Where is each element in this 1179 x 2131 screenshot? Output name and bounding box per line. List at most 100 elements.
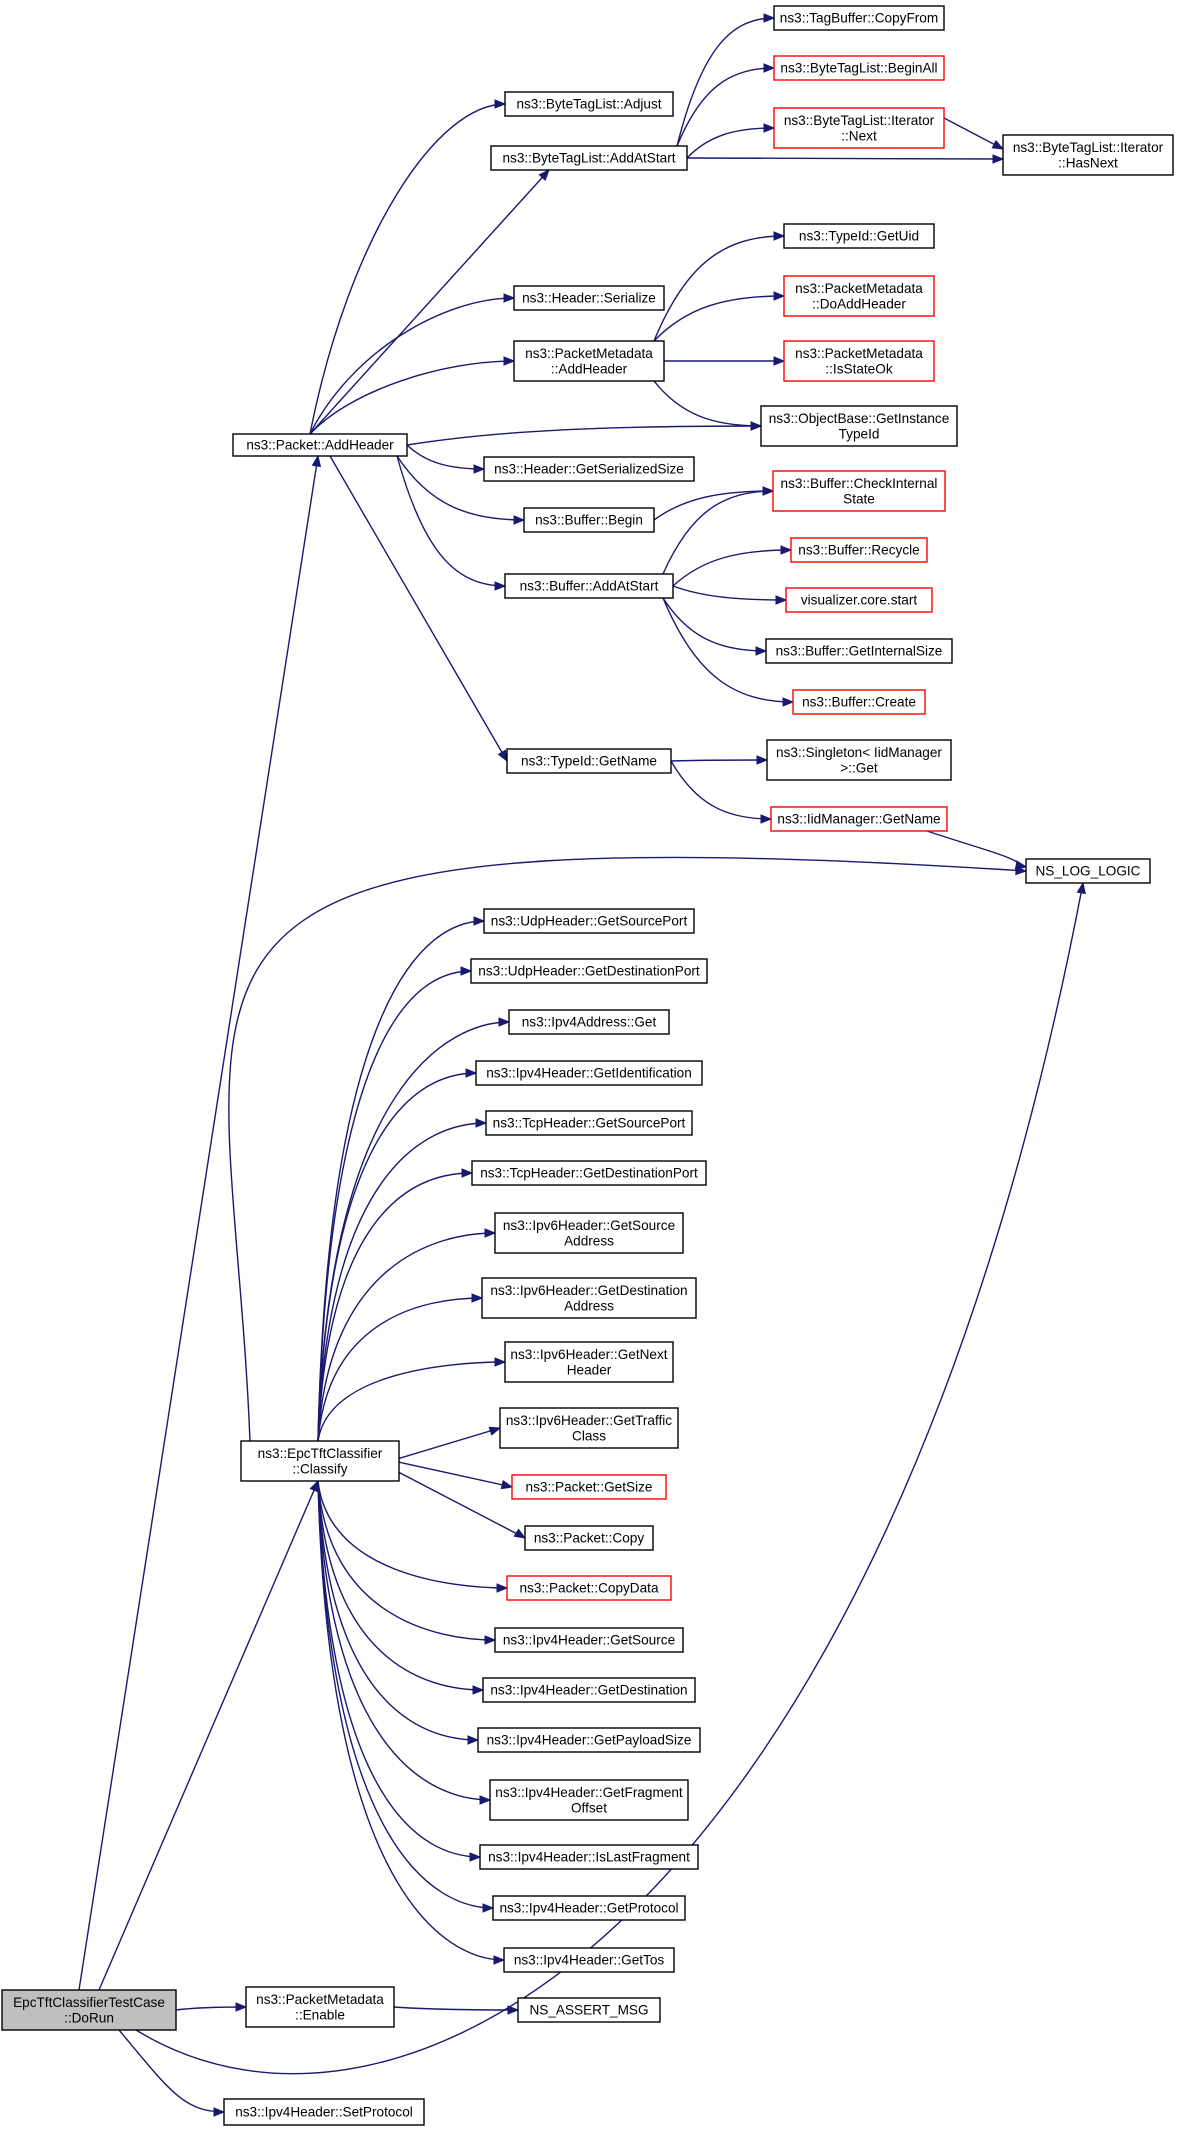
arrowhead-pkt_addheader-to-buf_addatstart: [494, 581, 507, 591]
node-tcp-getdestinationport[interactable]: ns3::TcpHeader::GetDestinationPort: [471, 1160, 707, 1186]
arrowhead-epc_classify-to-ipv4_getidentification: [465, 1068, 478, 1078]
node-udp-getsourceport[interactable]: ns3::UdpHeader::GetSourcePort: [483, 908, 695, 934]
node-box: [485, 1110, 693, 1136]
edge-btl_addatstart-to-btl_beginall: [676, 67, 775, 147]
node-udp-getdestinationport[interactable]: ns3::UdpHeader::GetDestinationPort: [470, 958, 708, 984]
node-pm-addheader[interactable]: ns3::PacketMetadata::AddHeader: [513, 340, 665, 382]
node-ipv4addr-get[interactable]: ns3::Ipv4Address::Get: [508, 1009, 670, 1035]
arrowhead-pkt_addheader-to-btl_addatstart: [538, 169, 550, 181]
node-label: ns3::Singleton< IidManager: [776, 745, 942, 760]
node-box: [513, 285, 665, 311]
node-label: NS_ASSERT_MSG: [529, 2003, 648, 2018]
node-pkt-copydata[interactable]: ns3::Packet::CopyData: [506, 1575, 672, 1601]
node-buf-addatstart[interactable]: ns3::Buffer::AddAtStart: [504, 573, 674, 599]
arrowhead-epc_classify-to-ipv4addr_get: [498, 1017, 511, 1027]
node-buf-recycle[interactable]: ns3::Buffer::Recycle: [790, 537, 928, 563]
node-box: [1, 1989, 177, 2031]
node-buf-begin[interactable]: ns3::Buffer::Begin: [523, 507, 655, 533]
node-box: [773, 55, 945, 81]
node-buf-getinternalsize[interactable]: ns3::Buffer::GetInternalSize: [765, 638, 953, 664]
node-pm-doaddheader[interactable]: ns3::PacketMetadata::DoAddHeader: [783, 275, 935, 317]
edges-layer: [78, 13, 1086, 2117]
node-label: ns3::PacketMetadata: [795, 346, 923, 361]
node-box: [783, 223, 935, 249]
node-singleton-get[interactable]: ns3::Singleton< IidManager>::Get: [766, 739, 952, 781]
node-box: [506, 748, 672, 774]
node-pm-enable[interactable]: ns3::PacketMetadata::Enable: [245, 1986, 395, 2028]
node-ipv4-setprotocol[interactable]: ns3::Ipv4Header::SetProtocol: [223, 2098, 425, 2126]
node-iidmgr-getname[interactable]: ns3::IidManager::GetName: [770, 806, 948, 832]
node-ns-log-logic[interactable]: NS_LOG_LOGIC: [1025, 858, 1151, 884]
arrowhead-pm_addheader-to-pm_isstateok: [773, 356, 786, 366]
node-box: [785, 587, 933, 613]
node-pm-isstateok[interactable]: ns3::PacketMetadata::IsStateOk: [783, 340, 935, 382]
edge-typeid_getname-to-singleton_get: [670, 759, 768, 762]
node-ipv4-getpayloadsize[interactable]: ns3::Ipv4Header::GetPayloadSize: [477, 1727, 701, 1753]
edge-pkt_addheader-to-objbase_getinstancetypeid: [406, 425, 762, 446]
node-btl-iter-next[interactable]: ns3::ByteTagList::Iterator::Next: [773, 107, 945, 149]
node-root[interactable]: EpcTftClassifierTestCase::DoRun: [1, 1989, 177, 2031]
node-box: [479, 1844, 699, 1870]
node-btl-iter-hasnext[interactable]: ns3::ByteTagList::Iterator::HasNext: [1002, 134, 1174, 176]
node-vis-core-start[interactable]: visualizer.core.start: [785, 587, 933, 613]
edge-epc_classify-to-ipv6_getdestinationaddress: [317, 1297, 483, 1442]
node-ipv4-getprotocol[interactable]: ns3::Ipv4Header::GetProtocol: [492, 1895, 686, 1921]
node-btl-beginall[interactable]: ns3::ByteTagList::BeginAll: [773, 55, 945, 81]
node-box: [481, 1277, 697, 1319]
node-label: State: [843, 491, 875, 506]
node-label: TypeId: [839, 426, 880, 441]
node-typeid-getname[interactable]: ns3::TypeId::GetName: [506, 748, 672, 774]
arrowhead-epc_classify-to-ipv4_getsource: [484, 1635, 497, 1645]
node-label: Address: [564, 1233, 614, 1248]
edge-pkt_addheader-to-typeid_getname: [329, 455, 508, 762]
node-buf-create[interactable]: ns3::Buffer::Create: [792, 689, 926, 715]
node-btl-addatstart[interactable]: ns3::ByteTagList::AddAtStart: [490, 145, 688, 171]
edge-pm_addheader-to-typeid_getuid: [653, 235, 785, 342]
node-label: ns3::Ipv4Address::Get: [522, 1015, 657, 1030]
node-epc-classify[interactable]: ns3::EpcTftClassifier::Classify: [240, 1440, 400, 1482]
node-ipv4-gettos[interactable]: ns3::Ipv4Header::GetTos: [503, 1947, 675, 1973]
arrowhead-epc_classify-to-ipv4_getfragmentoffset: [479, 1795, 492, 1805]
nodes-layer: EpcTftClassifierTestCase::DoRun ns3::Pack…: [1, 5, 1174, 2126]
node-typeid-getuid[interactable]: ns3::TypeId::GetUid: [783, 223, 935, 249]
node-box: [765, 638, 953, 664]
node-btl-adjust[interactable]: ns3::ByteTagList::Adjust: [504, 91, 674, 117]
node-label: ns3::Ipv6Header::GetDestination: [490, 1283, 687, 1298]
node-pkt-addheader[interactable]: ns3::Packet::AddHeader: [232, 433, 408, 457]
node-hdr-serialize[interactable]: ns3::Header::Serialize: [513, 285, 665, 311]
node-tagbuf-copyfrom[interactable]: ns3::TagBuffer::CopyFrom: [773, 5, 945, 31]
arrowhead-epc_classify-to-ipv6_getsourceaddress: [484, 1228, 497, 1238]
arrowhead-btl_addatstart-to-tagbuf_copyfrom: [763, 13, 776, 23]
node-ns-assert-msg[interactable]: NS_ASSERT_MSG: [517, 1997, 661, 2023]
node-ipv4-getdestination[interactable]: ns3::Ipv4Header::GetDestination: [482, 1677, 696, 1703]
node-box: [504, 573, 674, 599]
node-pkt-getsize[interactable]: ns3::Packet::GetSize: [511, 1474, 667, 1500]
node-tcp-getsourceport[interactable]: ns3::TcpHeader::GetSourcePort: [485, 1110, 693, 1136]
edge-pkt_addheader-to-btl_addatstart: [309, 169, 550, 435]
node-label: ns3::ObjectBase::GetInstance: [769, 411, 950, 426]
node-box: [482, 1677, 696, 1703]
node-box: [494, 1212, 684, 1254]
node-ipv4-getsource[interactable]: ns3::Ipv4Header::GetSource: [494, 1627, 684, 1653]
node-label: ns3::Ipv4Header::IsLastFragment: [488, 1850, 690, 1865]
node-label: ::Next: [841, 128, 877, 143]
node-box: [470, 958, 708, 984]
node-label: ns3::ByteTagList::Adjust: [516, 97, 661, 112]
node-hdr-getserializedsize[interactable]: ns3::Header::GetSerializedSize: [483, 456, 695, 482]
node-pkt-copy[interactable]: ns3::Packet::Copy: [524, 1525, 654, 1551]
edge-root-to-epc_classify: [98, 1480, 319, 1991]
node-label: ns3::Packet::GetSize: [526, 1480, 653, 1495]
edge-btl_addatstart-to-btl_iter_next: [686, 127, 775, 159]
edge-pkt_addheader-to-pm_addheader: [309, 360, 515, 435]
edge-pkt_addheader-to-buf_begin: [396, 455, 525, 521]
node-ipv4-islastfragment[interactable]: ns3::Ipv4Header::IsLastFragment: [479, 1844, 699, 1870]
node-ipv4-getidentification[interactable]: ns3::Ipv4Header::GetIdentification: [475, 1060, 703, 1086]
arrowhead-typeid_getname-to-singleton_get: [756, 755, 769, 765]
